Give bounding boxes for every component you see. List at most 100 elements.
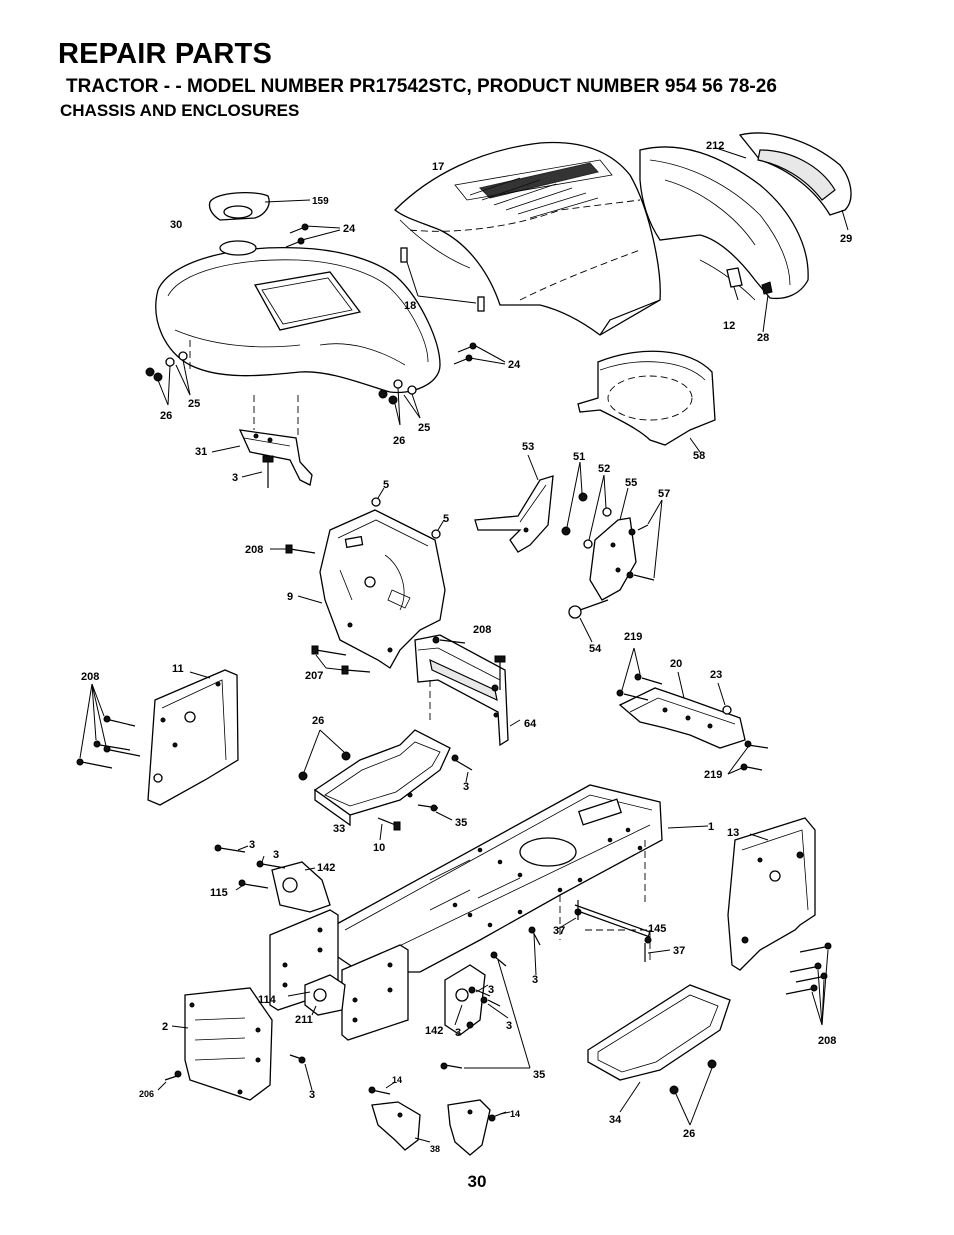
callout-23: 23 — [710, 669, 722, 681]
callout-28: 28 — [757, 332, 769, 344]
nut-group-26-25-right — [378, 379, 421, 426]
nut-group-26-25-left — [145, 340, 191, 406]
callout-3f: 3 — [488, 984, 494, 996]
callout-54: 54 — [589, 643, 602, 655]
callout-37a: 37 — [553, 925, 565, 937]
callout-34: 34 — [609, 1114, 622, 1126]
fender-part — [155, 240, 441, 394]
callout-14b: 14 — [510, 1109, 520, 1119]
clip-part-18 — [400, 247, 485, 312]
section-title: CHASSIS AND ENCLOSURES — [60, 101, 300, 120]
callout-211: 211 — [295, 1014, 313, 1026]
callout-labels: 212 17 159 30 24 29 18 12 28 24 26 25 26… — [81, 140, 852, 1154]
bolt-group-14 — [368, 1081, 511, 1122]
callout-25b: 25 — [418, 422, 430, 434]
callout-207: 207 — [305, 670, 323, 682]
callout-115: 115 — [210, 887, 228, 899]
callout-3b: 3 — [463, 781, 469, 793]
callout-26a: 26 — [160, 410, 172, 422]
bracket-part-20 — [618, 671, 746, 749]
callout-11: 11 — [172, 663, 184, 675]
callout-53: 53 — [522, 441, 534, 453]
page-number: 30 — [467, 1172, 487, 1191]
callout-145: 145 — [648, 923, 666, 935]
grille-part — [639, 132, 852, 333]
callout-219b: 219 — [704, 769, 722, 781]
callout-3e: 3 — [532, 974, 538, 986]
callout-24a: 24 — [343, 223, 356, 235]
callout-57: 57 — [658, 488, 670, 500]
rod-part-145 — [574, 904, 652, 944]
callout-208b: 208 — [473, 624, 491, 636]
callout-13: 13 — [727, 827, 739, 839]
callout-55: 55 — [625, 477, 637, 489]
side-plate-part-13 — [727, 817, 816, 971]
bolt-group-219 — [616, 647, 769, 775]
callout-10: 10 — [373, 842, 385, 854]
callout-29: 29 — [840, 233, 852, 245]
plate-part-58 — [577, 350, 716, 453]
bolt-part-3-front-lower — [289, 1054, 313, 1091]
bolt-group-3-center — [468, 926, 541, 1019]
callout-1: 1 — [708, 821, 714, 833]
callout-18: 18 — [404, 300, 416, 312]
hood-part — [394, 141, 661, 336]
bolt-group-57 — [626, 499, 663, 581]
bolt-group-208-left — [76, 683, 141, 769]
bolt-group-35-lower — [440, 959, 531, 1070]
callout-24b: 24 — [508, 359, 521, 371]
bracket-part-142-lower — [444, 964, 486, 1036]
callout-30: 30 — [170, 219, 182, 231]
callout-52: 52 — [598, 463, 610, 475]
cup-holder-part — [208, 192, 311, 221]
bolt-group-3-front — [214, 844, 286, 891]
callout-26c: 26 — [312, 715, 324, 727]
callout-142a: 142 — [317, 862, 335, 874]
callout-37b: 37 — [673, 945, 685, 957]
callout-142b: 142 — [425, 1025, 443, 1037]
callout-9: 9 — [287, 591, 293, 603]
callout-35b: 35 — [533, 1069, 545, 1081]
bolt-part-10 — [377, 817, 401, 841]
nut-group-5 — [371, 487, 445, 539]
callout-58: 58 — [693, 450, 705, 462]
callout-2: 2 — [162, 1021, 168, 1033]
callout-206: 206 — [139, 1089, 154, 1099]
nut-group-26-right-footrest — [669, 1059, 717, 1126]
callout-208a: 208 — [245, 544, 263, 556]
callout-114: 114 — [258, 994, 277, 1006]
footrest-part-34 — [587, 984, 731, 1113]
nut-group-26-footrest — [298, 729, 351, 781]
callout-33: 33 — [333, 823, 345, 835]
nut-part-23 — [717, 682, 732, 715]
bolt-part-206 — [157, 1070, 182, 1091]
callout-208d: 208 — [818, 1035, 836, 1047]
bracket-part-53 — [474, 454, 554, 553]
callout-5a: 5 — [383, 479, 389, 491]
bolt-group-208-right — [785, 942, 832, 1026]
nut-group-51-52 — [561, 461, 612, 549]
front-plate-center — [341, 944, 409, 1041]
callout-3h: 3 — [455, 1027, 461, 1039]
model-subtitle: TRACTOR - - MODEL NUMBER PR17542STC, PRO… — [66, 76, 777, 97]
callout-159: 159 — [312, 196, 329, 207]
hitch-part-114-211 — [287, 974, 346, 1016]
callout-51: 51 — [573, 451, 585, 463]
callout-14a: 14 — [392, 1075, 402, 1085]
bolt-group-24-top — [285, 223, 341, 248]
front-plate-part-2 — [171, 987, 273, 1101]
callout-212: 212 — [706, 140, 724, 152]
callout-5b: 5 — [443, 513, 449, 525]
main-frame-part-1 — [334, 784, 709, 973]
callout-25a: 25 — [188, 398, 200, 410]
callout-31: 31 — [195, 446, 207, 458]
callout-219a: 219 — [624, 631, 642, 643]
callout-26b: 26 — [393, 435, 405, 447]
bolt-part-3-footrest — [451, 754, 473, 783]
callout-3a: 3 — [232, 472, 238, 484]
callout-35a: 35 — [455, 817, 467, 829]
knob-part-54 — [568, 599, 609, 643]
page-title: REPAIR PARTS — [58, 38, 273, 70]
bracket-part-64 — [414, 634, 521, 747]
